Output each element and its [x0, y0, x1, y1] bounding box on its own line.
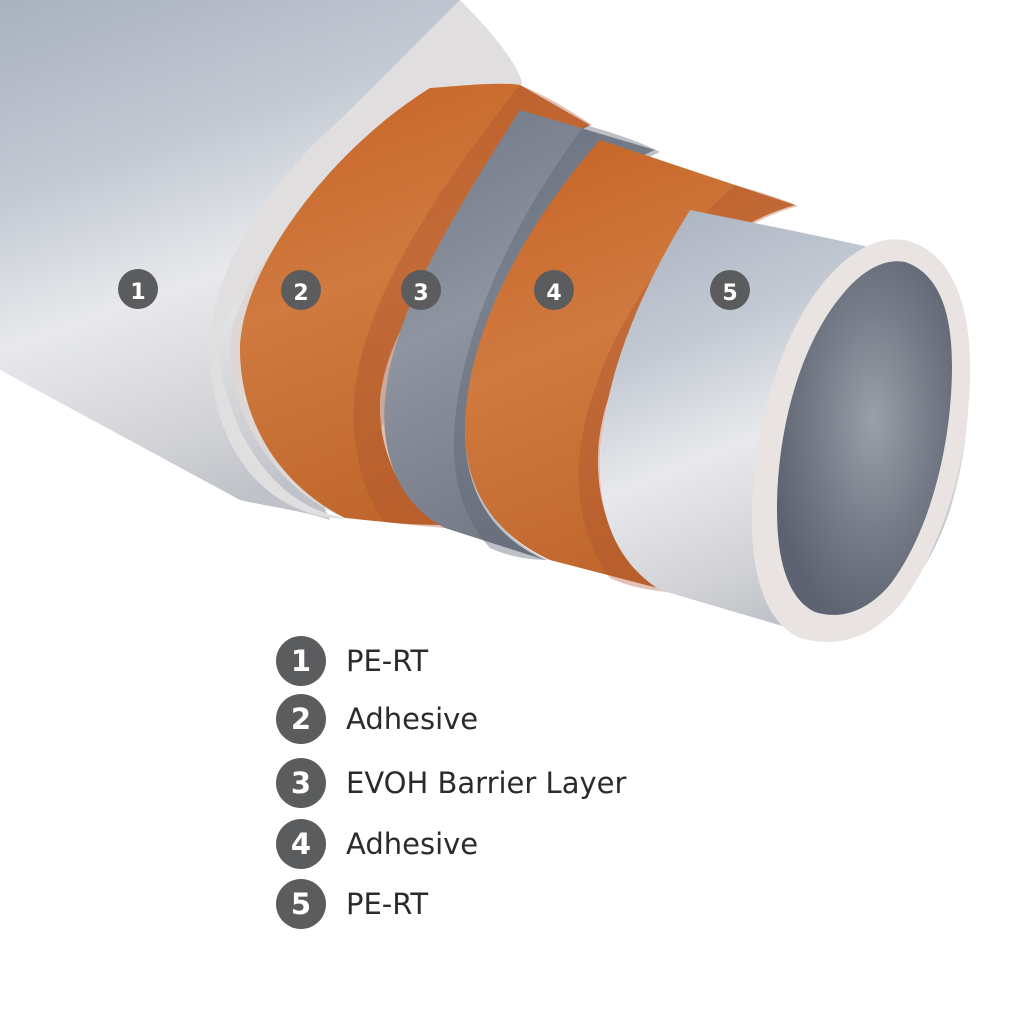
badge-1-text: 1 [130, 280, 145, 305]
legend-label: Adhesive [346, 702, 479, 736]
badge-5-text: 5 [722, 281, 737, 306]
badge-3: 3 [401, 270, 441, 310]
badge-2-circle [281, 270, 321, 310]
legend-number-badge: 3 [276, 758, 326, 808]
pipe-opening-inner [777, 261, 952, 615]
badge-1: 1 [118, 269, 158, 309]
layer-2-adhesive-shape [240, 83, 590, 526]
legend-item-1: 1 PE-RT [276, 636, 428, 686]
legend-number-badge: 2 [276, 694, 326, 744]
badge-4: 4 [534, 270, 574, 310]
layer-3-evoh-shape [384, 110, 655, 560]
legend-item-5: 5 PE-RT [276, 879, 428, 929]
badge-5: 5 [710, 270, 750, 310]
legend-label: EVOH Barrier Layer [346, 766, 627, 800]
legend-number-badge: 4 [276, 819, 326, 869]
badge-2-text: 2 [293, 281, 308, 306]
badge-4-circle [534, 270, 574, 310]
badge-1-circle [118, 269, 158, 309]
legend-number-badge: 5 [276, 879, 326, 929]
layer-4-adhesive-shape [465, 140, 795, 590]
badge-4-text: 4 [546, 281, 561, 306]
badge-2: 2 [281, 270, 321, 310]
legend-label: Adhesive [346, 827, 479, 861]
legend-item-4: 4 Adhesive [276, 819, 478, 869]
legend-number-badge: 1 [276, 636, 326, 686]
badge-5-circle [710, 270, 750, 310]
legend-label: PE-RT [346, 644, 429, 678]
legend-item-2: 2 Adhesive [276, 694, 478, 744]
legend-label: PE-RT [346, 887, 429, 921]
badge-3-text: 3 [413, 281, 428, 306]
legend-item-3: 3 EVOH Barrier Layer [276, 758, 626, 808]
badge-3-circle [401, 270, 441, 310]
